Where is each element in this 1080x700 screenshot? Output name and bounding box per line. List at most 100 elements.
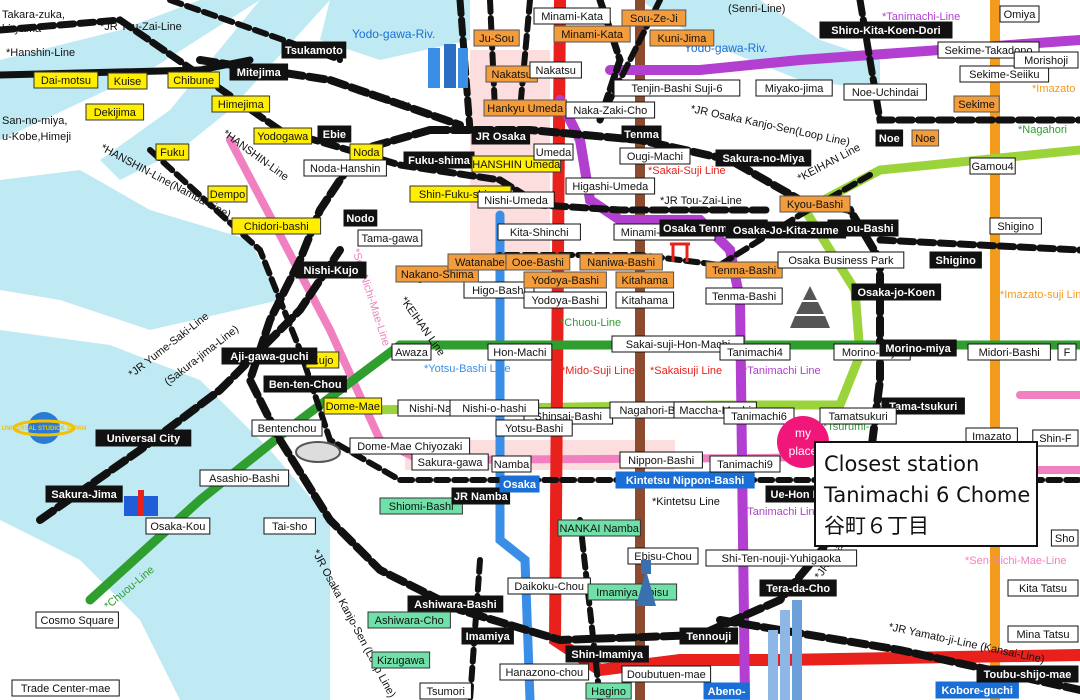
station-label: Dekijima xyxy=(85,103,145,121)
station-name: Ju-Sou xyxy=(479,33,514,45)
station-name: Himejima xyxy=(218,99,265,111)
station-box xyxy=(679,627,739,645)
station-box xyxy=(911,129,940,147)
station-name: Shigino xyxy=(936,255,977,267)
station-name: Namba xyxy=(494,459,530,471)
station-box xyxy=(33,71,99,89)
station-box xyxy=(419,682,472,700)
station-box xyxy=(719,343,791,361)
station-box xyxy=(85,103,145,121)
station-label: Aji-gawa-guchi xyxy=(221,347,318,365)
station-box xyxy=(557,519,641,537)
station-label: Dai-motsu xyxy=(33,71,99,89)
station-label: Shi-Ten-nouji-Yuhigaoka xyxy=(705,549,858,567)
station-label: San-no-miya, xyxy=(2,115,67,127)
station-name: Noe xyxy=(879,133,900,145)
station-name: Tanimachi4 xyxy=(727,347,783,359)
station-name: Kintetsu Nippon-Bashi xyxy=(626,475,745,487)
station-box xyxy=(379,497,463,515)
station-box xyxy=(231,217,322,235)
station-box xyxy=(967,343,1051,361)
station-name: Noda xyxy=(353,147,380,159)
station-box xyxy=(263,375,347,393)
line-label: *JR Tou-Zai-Line xyxy=(660,195,742,207)
station-label: Kita Tatsu xyxy=(1007,579,1079,597)
station-name: Nakatsu xyxy=(536,65,576,77)
note-line3: 谷町６丁目 xyxy=(824,514,929,538)
station-box xyxy=(463,281,535,299)
station-name: Nakano-Shima xyxy=(401,269,475,281)
station-name: Aji-gawa-guchi xyxy=(230,351,308,363)
station-name: hi-yama xyxy=(2,23,42,35)
nankai-line xyxy=(577,517,603,700)
line-label: (Senri-Line) xyxy=(728,3,785,15)
station-label: Nakatsu xyxy=(485,65,538,83)
station-box xyxy=(959,65,1050,83)
station-box xyxy=(779,195,851,213)
station-name: Tenma-Bashi xyxy=(712,291,776,303)
station-label: Kuise xyxy=(107,72,148,90)
station-box xyxy=(371,651,431,669)
station-box xyxy=(391,343,432,361)
station-label: Ben-ten-Chou xyxy=(263,375,347,393)
station-name: Hankyu Umeda xyxy=(487,103,564,115)
station-box xyxy=(411,453,489,471)
line-label: *JR Osaka Kanjo-Sen(Loop Line) xyxy=(689,103,851,149)
station-name: Dekijima xyxy=(94,107,137,119)
station-name: u-Kobe,Himeji xyxy=(2,131,71,143)
station-box xyxy=(953,95,1000,113)
station-name: Fuku-shima xyxy=(408,155,471,167)
station-box xyxy=(843,83,927,101)
station-box xyxy=(35,611,119,629)
station-label: JR Osaka xyxy=(471,127,531,145)
station-name: Noe xyxy=(915,133,935,145)
station-label: Mitejima xyxy=(229,63,289,81)
station-name: Tera-da-Cho xyxy=(766,583,830,595)
station-box xyxy=(45,485,123,503)
station-name: Kuise xyxy=(114,76,142,88)
station-box xyxy=(107,72,148,90)
station-label: Midori-Bashi xyxy=(967,343,1051,361)
station-name: Kizugawa xyxy=(377,655,426,667)
station-name: Awaza xyxy=(395,347,429,359)
hanshin-namba-line xyxy=(147,147,1080,483)
station-name: Tennouji xyxy=(686,631,731,643)
station-name: Sekime-Takadono xyxy=(944,45,1032,57)
station-box xyxy=(145,517,211,535)
station-label: Tanimachi4 xyxy=(719,343,791,361)
station-label: Tera-da-Cho xyxy=(759,579,837,597)
torii-icon xyxy=(670,242,690,262)
station-label: Kintetsu Nippon-Bashi xyxy=(615,471,755,489)
station-label: Hagino xyxy=(585,682,632,700)
station-label: Hanazono-chou xyxy=(499,663,590,681)
station-box xyxy=(407,595,504,613)
station-label: Bentenchou xyxy=(251,419,323,437)
station-label: Naniwa-Bashi xyxy=(579,253,663,271)
station-name: Umeda xyxy=(536,147,572,159)
station-box xyxy=(621,125,662,143)
station-label: Tama-gawa xyxy=(357,229,423,247)
station-box xyxy=(497,223,581,241)
station-label: Ebie xyxy=(317,125,352,143)
station-box xyxy=(565,101,656,119)
station-name: NANKAI Namba xyxy=(559,523,639,535)
station-label: Shin-F xyxy=(1032,429,1079,447)
station-box xyxy=(875,129,904,147)
station-label: Mina Tatsu xyxy=(1007,625,1079,643)
station-label: Ooe-Bashi xyxy=(505,253,571,271)
station-label: Sakai-suji-Hon-Machi xyxy=(611,335,745,353)
station-name: Cosmo Square xyxy=(41,615,114,627)
yodogawa-river-label: Yodo-gawa-Riv. xyxy=(352,27,435,41)
station-label: Tai-sho xyxy=(263,517,316,535)
station-label: u-Kobe,Himeji xyxy=(2,131,71,143)
station-label: Kobore-guchi xyxy=(935,681,1019,699)
station-name: San-no-miya, xyxy=(2,115,67,127)
line-label: *Hanshin-Line xyxy=(6,47,75,59)
station-label: Doubutuen-mae xyxy=(621,665,712,683)
station-box xyxy=(295,261,367,279)
station-label: Nakatsu xyxy=(529,61,582,79)
station-label: Yodoya-Bashi xyxy=(523,271,607,289)
station-label: Osaka xyxy=(499,475,540,493)
